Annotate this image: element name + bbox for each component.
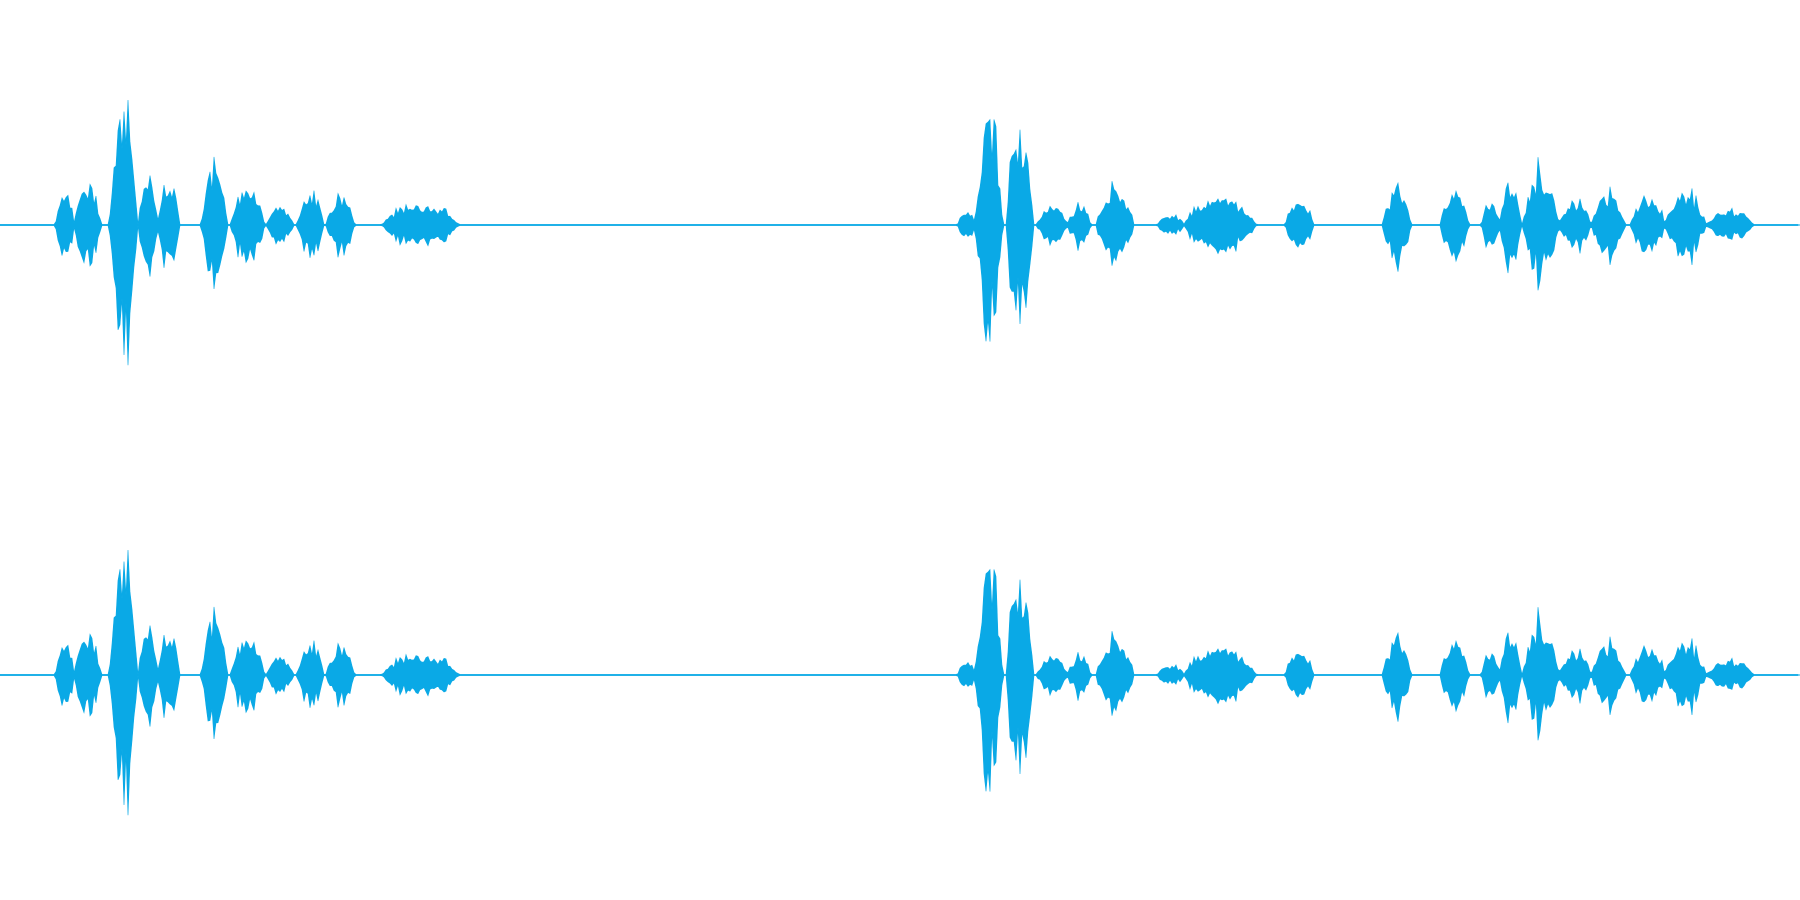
waveform-channel-2[interactable] <box>0 549 1800 816</box>
waveform-envelope <box>0 549 1799 816</box>
waveform-envelope <box>0 99 1799 366</box>
waveform-channel-1[interactable] <box>0 99 1800 366</box>
